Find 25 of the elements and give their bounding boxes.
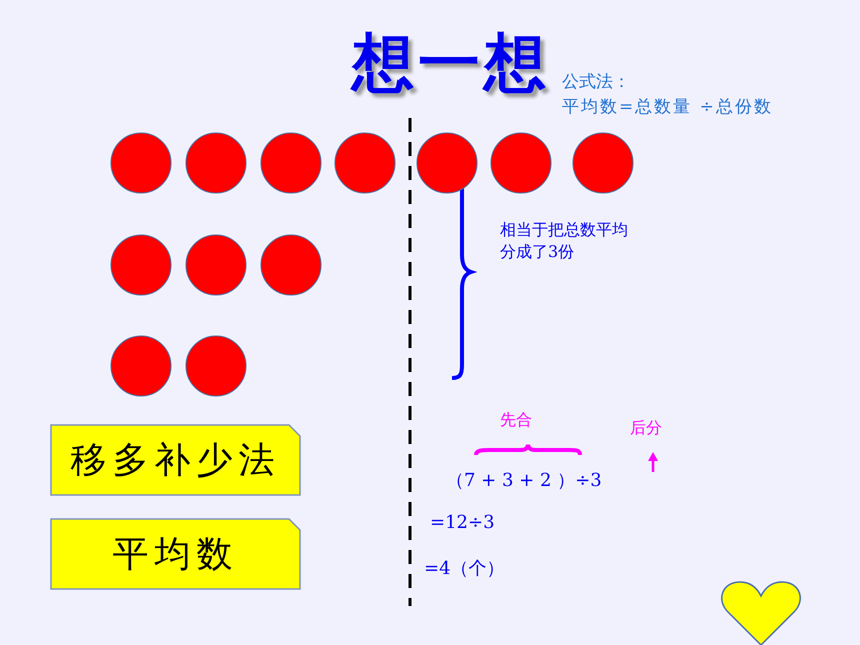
card-text: 平均数	[112, 532, 240, 576]
title: 想一想	[352, 32, 550, 94]
formula-text: 平均数=总数量 ÷总份数	[562, 97, 773, 118]
counter-circle	[185, 234, 247, 296]
counter-circle	[110, 132, 172, 194]
equation-line: =12÷3	[430, 512, 495, 534]
counter-circle	[185, 132, 247, 194]
counter-circle	[110, 335, 172, 397]
counter-circle	[185, 335, 247, 397]
counter-circle	[110, 234, 172, 296]
method-card	[50, 518, 301, 590]
counter-circle	[260, 132, 322, 194]
note-text: 相当于把总数平均分成了3份	[500, 219, 629, 264]
counter-circle	[490, 132, 552, 194]
method-card	[50, 424, 301, 496]
card-text: 移多补少法	[70, 438, 282, 482]
equation-line: =4（个）	[424, 558, 505, 580]
counter-circle	[260, 234, 322, 296]
counter-circle	[416, 132, 478, 194]
formula-heading: 公式法：	[562, 72, 630, 94]
step-label: 先合	[500, 410, 532, 430]
counter-circle	[572, 132, 634, 194]
counter-circle	[334, 132, 396, 194]
equation-line: （7 + 3 + 2 ）÷3	[446, 470, 602, 492]
step-label: 后分	[630, 418, 662, 438]
